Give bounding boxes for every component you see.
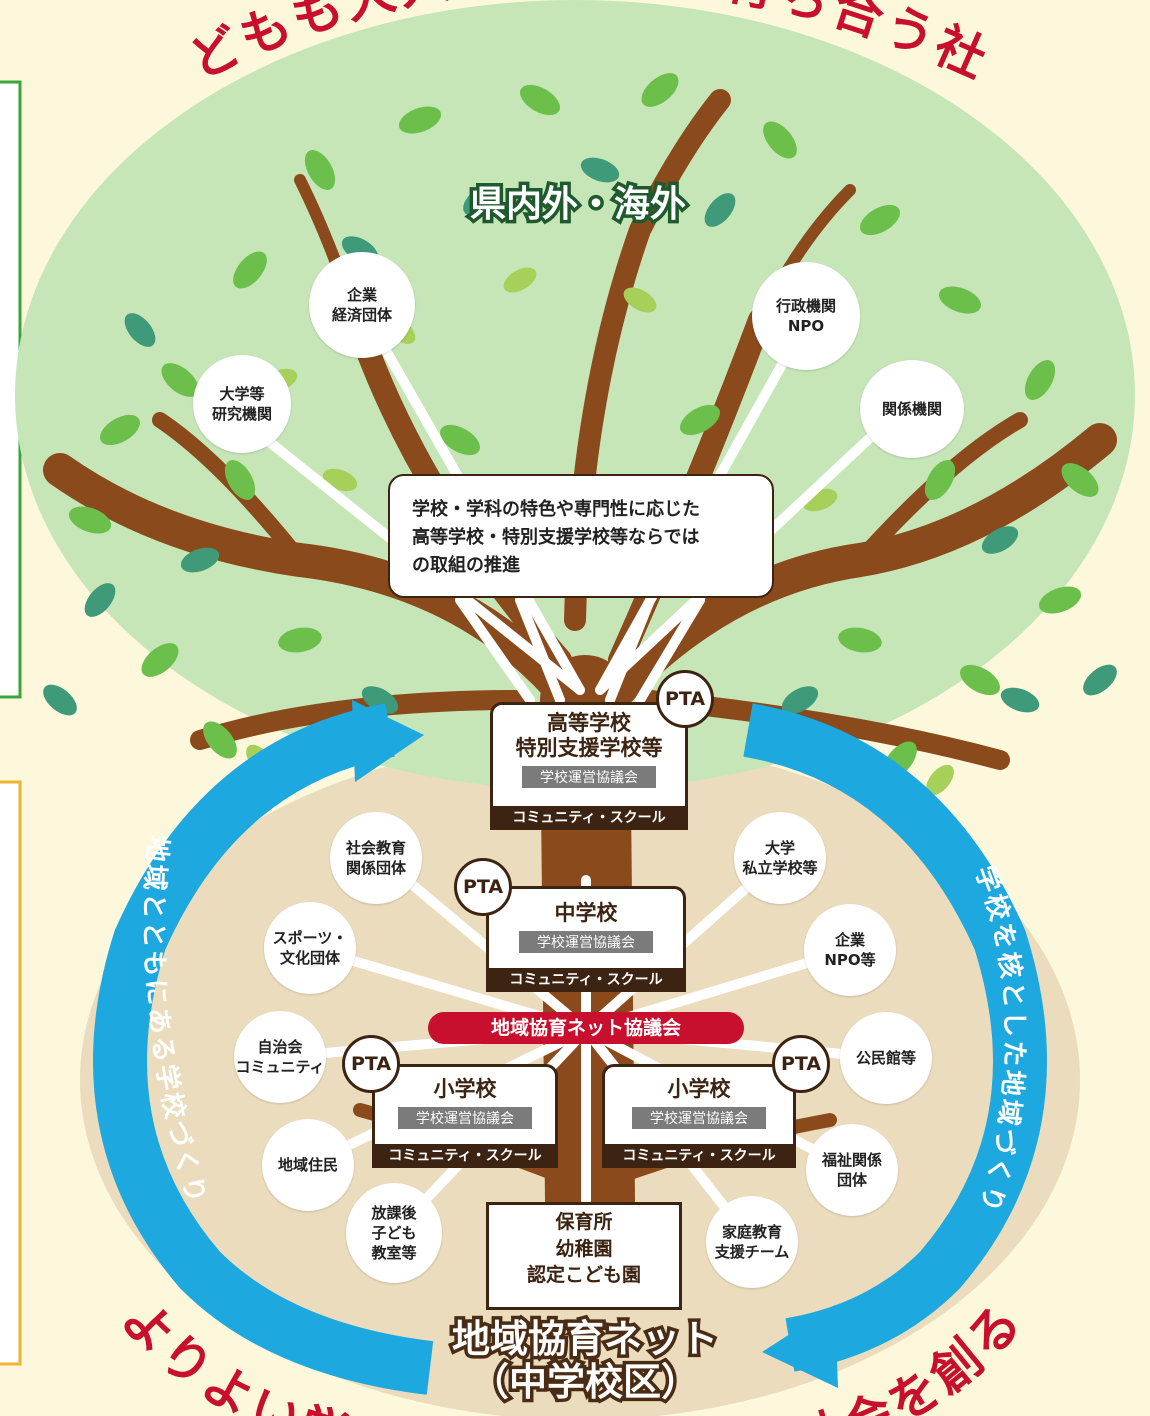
bubble-business-npo: 企業 NPO等 xyxy=(804,904,896,996)
junior-high-pta-badge: PTA xyxy=(454,858,512,916)
network-council-banner: 地域協育ネット協議会 xyxy=(428,1012,744,1044)
bubble-community-center: 公民館等 xyxy=(840,1012,932,1104)
bubble-self-government: 自治会 コミュニティ xyxy=(234,1011,326,1103)
central-box: 学校・学科の特色や専門性に応じた 高等学校・特別支援学校等ならでは の取組の推進 xyxy=(388,474,774,598)
high-school-community-school: コミュニティ・スクール xyxy=(490,806,688,830)
central-box-line-1: 学校・学科の特色や専門性に応じた xyxy=(412,499,700,520)
network-title-line1: 地域協育ネット xyxy=(452,1317,718,1361)
nursery-box: 保育所 幼稚園 認定こども園 xyxy=(486,1202,682,1310)
left-cycle-arrow-body xyxy=(93,703,434,1395)
canopy-ellipse xyxy=(15,0,1135,790)
right-cycle-arrow-body xyxy=(743,703,1047,1372)
bubble-residents: 地域住民 xyxy=(262,1119,354,1211)
central-box-line-3: の取組の推進 xyxy=(412,554,520,576)
junior-high-name: 中学校 xyxy=(554,901,618,925)
bubble-after-school: 放課後 子ども 教室等 xyxy=(346,1183,442,1283)
high-school-pta-badge: PTA xyxy=(656,670,714,728)
elementary-left-card: 小学校 学校運営協議会 コミュニティ・スクール xyxy=(372,1064,558,1168)
junior-high-card: 中学校 学校運営協議会 コミュニティ・スクール xyxy=(486,886,686,992)
elementary-right-community-school: コミュニティ・スクール xyxy=(602,1144,796,1168)
elementary-right-pta-badge: PTA xyxy=(772,1035,830,1093)
bubble-business-org: 企業 経済団体 xyxy=(309,252,415,358)
bubble-welfare: 福祉関係 団体 xyxy=(806,1124,898,1216)
elementary-right-name: 小学校 xyxy=(667,1077,731,1101)
left-arrow-head xyxy=(352,700,424,782)
high-school-name: 高等学校 特別支援学校等 xyxy=(515,711,663,761)
left-panel-orange xyxy=(0,780,22,1366)
bubble-government-npo: 行政機関 NPO xyxy=(752,262,860,370)
high-school-card: 高等学校 特別支援学校等 学校運営協議会 コミュニティ・スクール xyxy=(490,702,688,830)
elementary-left-council: 学校運営協議会 xyxy=(398,1107,532,1130)
bubble-related-orgs: 関係機関 xyxy=(860,360,964,458)
junior-high-community-school: コミュニティ・スクール xyxy=(486,968,686,992)
junior-high-council: 学校運営協議会 xyxy=(519,931,653,954)
bubble-sports-culture: スポーツ・ 文化団体 xyxy=(264,902,356,994)
bubble-family-support: 家庭教育 支援チーム xyxy=(706,1196,798,1288)
elementary-left-name: 小学校 xyxy=(433,1077,497,1101)
canopy-label: 県内外・海外 xyxy=(470,184,686,225)
network-title-line2: （中学校区） xyxy=(471,1360,699,1404)
bubble-social-education: 社会教育 関係団体 xyxy=(330,812,422,904)
bubble-university-private: 大学 私立学校等 xyxy=(734,812,826,904)
elementary-left-pta-badge: PTA xyxy=(342,1035,400,1093)
elementary-right-card: 小学校 学校運営協議会 コミュニティ・スクール xyxy=(602,1064,796,1168)
elementary-left-community-school: コミュニティ・スクール xyxy=(372,1144,558,1168)
central-box-line-2: 高等学校・特別支援学校等ならでは xyxy=(412,526,700,548)
bubble-university-research: 大学等 研究機関 xyxy=(193,355,291,453)
elementary-right-council: 学校運営協議会 xyxy=(632,1107,766,1130)
right-arrow-head xyxy=(762,1305,838,1388)
high-school-council: 学校運営協議会 xyxy=(522,766,656,789)
